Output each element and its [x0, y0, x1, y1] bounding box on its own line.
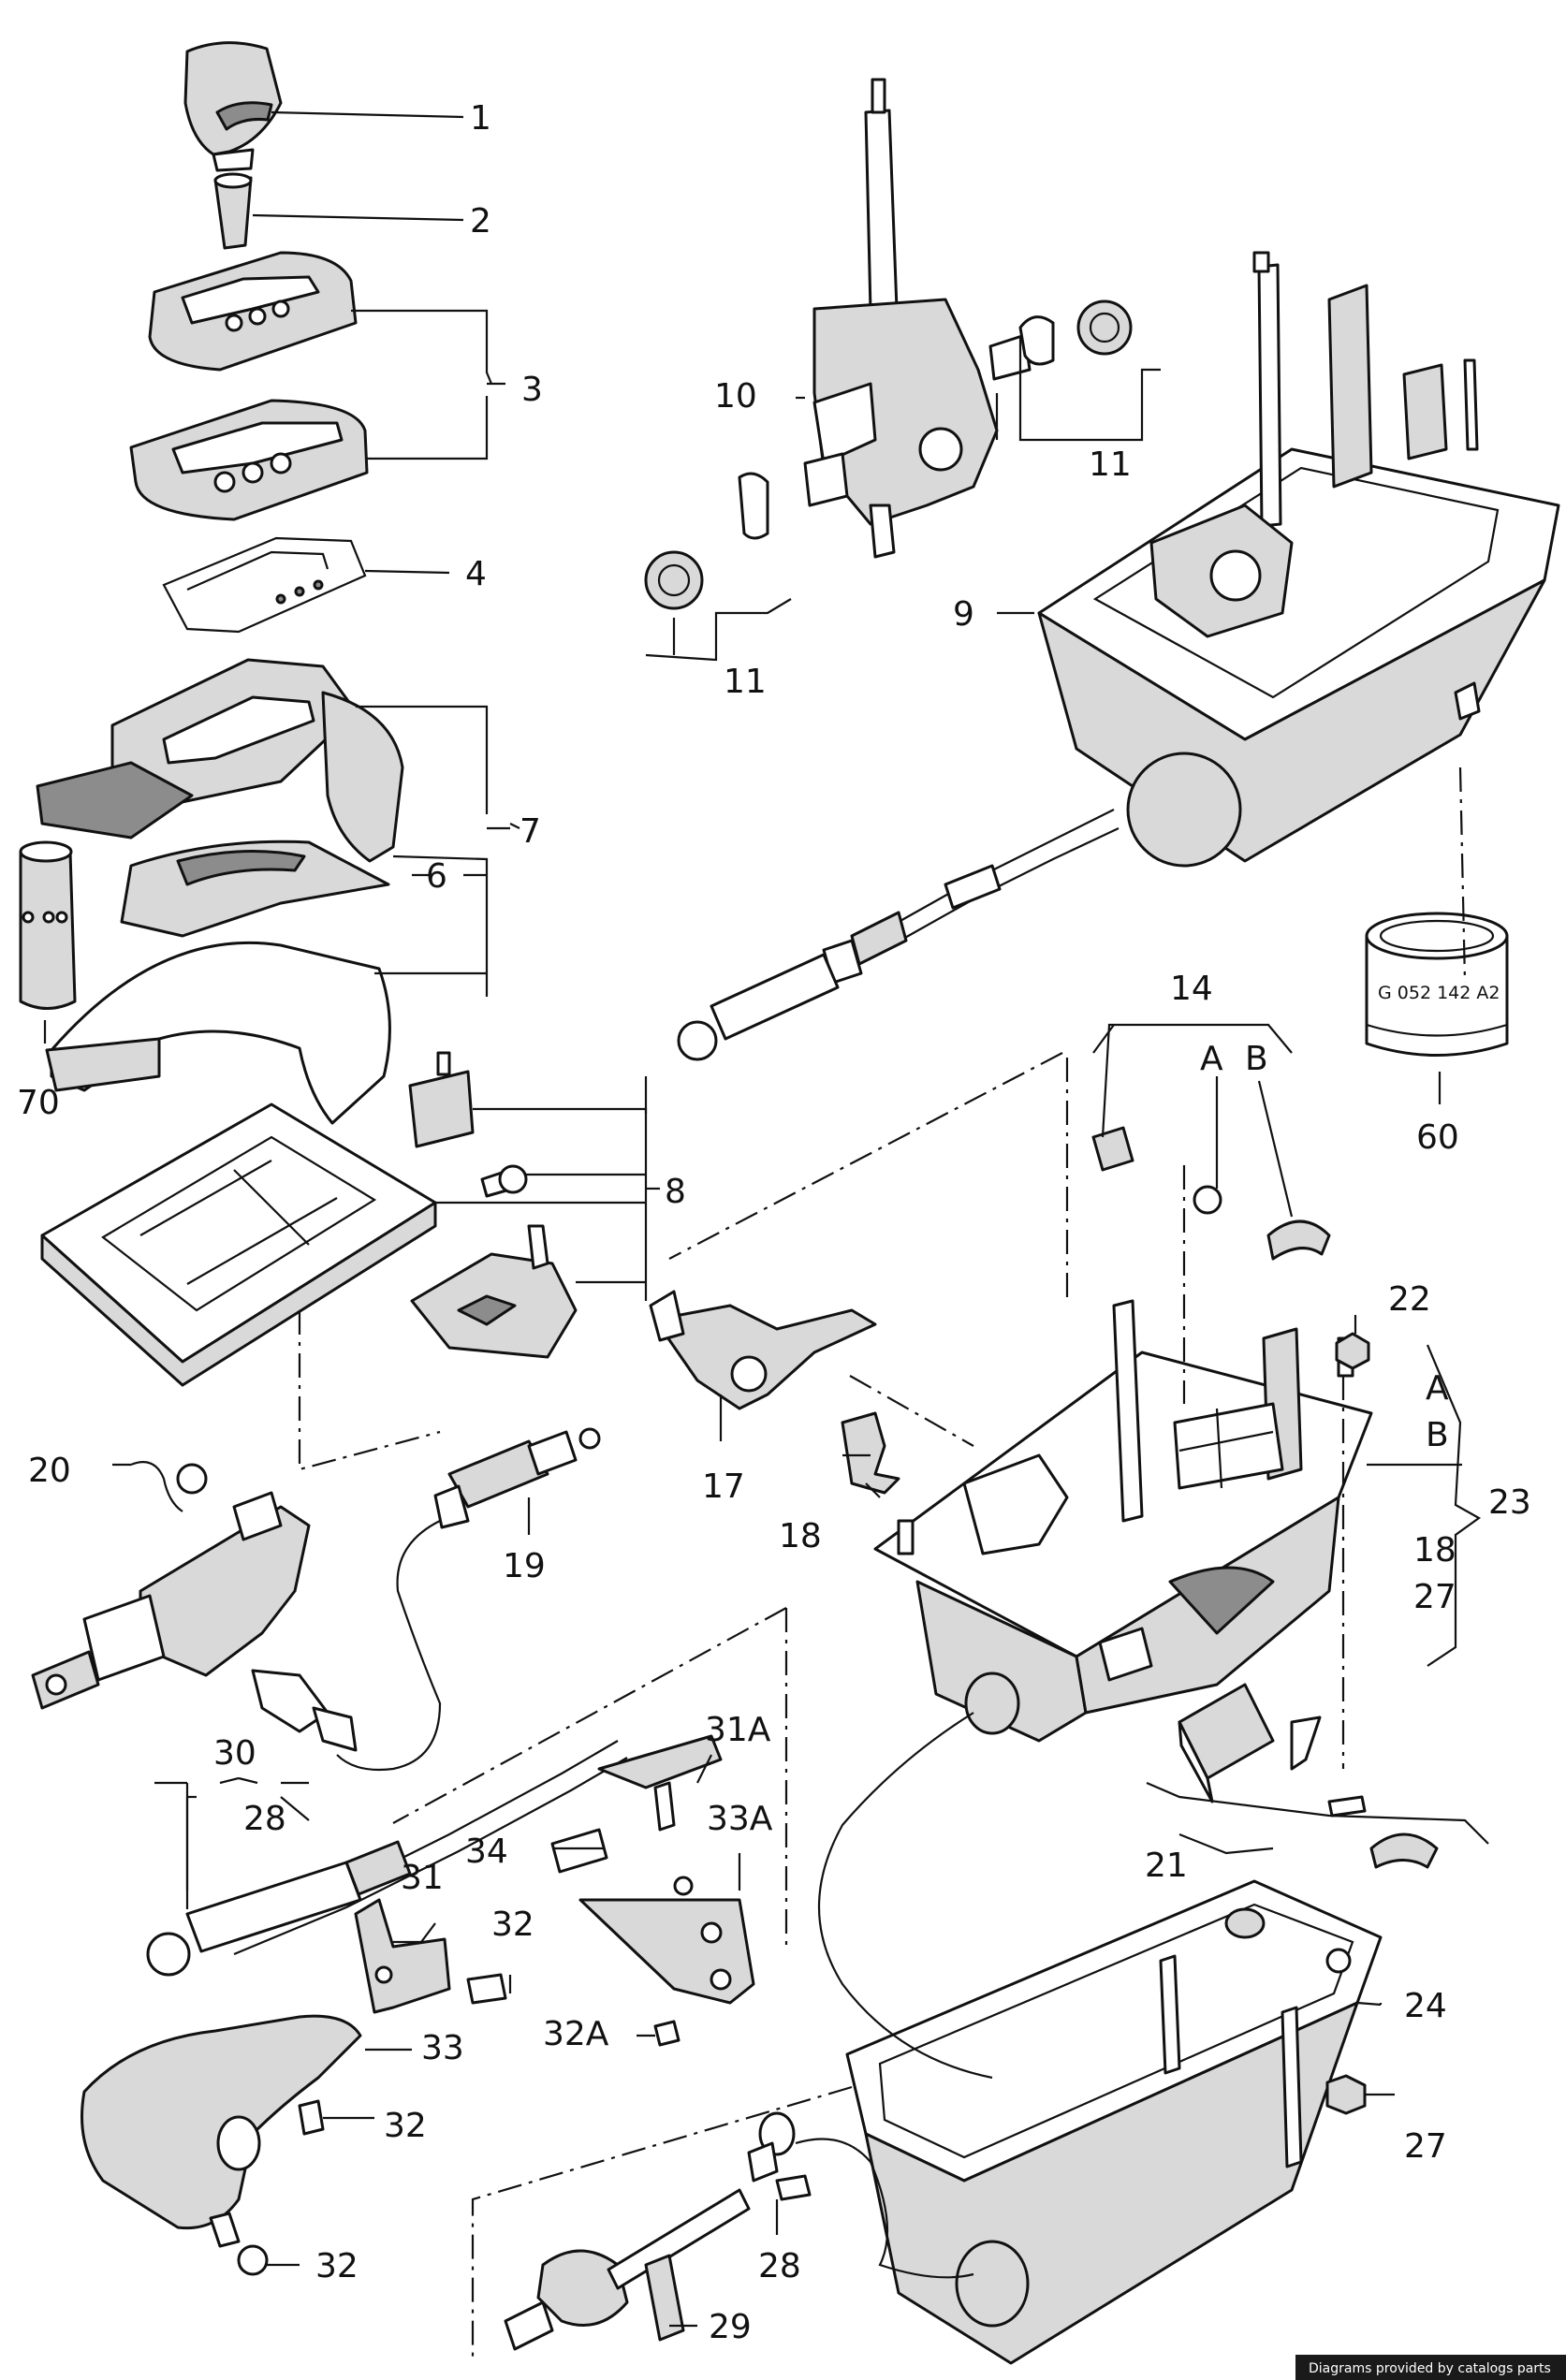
label-23-b: B: [1426, 1416, 1449, 1454]
heat-shield: [80, 2014, 362, 2276]
label-17: 17: [702, 1467, 745, 1506]
lever-spools: [644, 299, 1133, 610]
label-24: 24: [1404, 1987, 1447, 2025]
label-70: 70: [17, 1084, 60, 1122]
can-part-number: G 052 142 A2: [1378, 983, 1500, 1003]
support-bracket: [550, 1734, 755, 2047]
label-18: 18: [779, 1517, 822, 1555]
label-14: 14: [1170, 970, 1213, 1008]
cable-bracket: [354, 1898, 507, 2014]
shift-mechanism-lower: [873, 1299, 1373, 1743]
console-trim: [36, 658, 404, 938]
label-23-18: 18: [1413, 1531, 1456, 1570]
selector-lever: [803, 78, 1032, 559]
label-29: 29: [709, 2308, 752, 2346]
shift-frame: [40, 1102, 437, 1387]
label-14-a: A: [1200, 1040, 1223, 1078]
ignition-lock: [31, 1461, 358, 1752]
label-27: 27: [1404, 2127, 1447, 2166]
label-28-lower: 28: [758, 2247, 801, 2285]
label-11-lower: 11: [724, 663, 767, 701]
label-31: 31: [401, 1859, 444, 1897]
base-housing: [845, 1879, 1383, 2365]
lower-cable-end: [504, 2111, 812, 2351]
spray-can: [19, 840, 77, 1010]
shift-housing: [1037, 251, 1560, 868]
label-23-a: A: [1426, 1369, 1449, 1408]
gasket: [162, 536, 367, 634]
label-10: 10: [714, 377, 757, 416]
hex-nut: [1335, 1332, 1370, 1370]
label-21: 21: [1145, 1847, 1188, 1885]
label-4: 4: [465, 555, 487, 593]
lever-clips: [1091, 1126, 1331, 1261]
label-8: 8: [665, 1173, 686, 1211]
dash-lines: [298, 767, 1467, 2358]
frame-bolt-block: [408, 1051, 528, 1198]
label-3: 3: [521, 371, 543, 409]
credit-badge: Diagrams provided by catalogs parts: [1295, 2355, 1566, 2380]
label-9: 9: [953, 595, 974, 634]
spring-clip: [841, 1411, 900, 1495]
label-34: 34: [465, 1832, 508, 1871]
label-60: 60: [1416, 1118, 1459, 1157]
label-33a: 33A: [707, 1800, 773, 1838]
label-31a: 31A: [705, 1711, 771, 1749]
credit-text: Diagrams provided by catalogs parts: [1309, 2361, 1551, 2376]
label-32-upper: 32: [491, 1905, 534, 1944]
label-33: 33: [421, 2029, 464, 2067]
label-6: 6: [426, 857, 447, 896]
cable-adjuster: [433, 1427, 601, 1529]
lower-cable-loop: [795, 2138, 974, 2279]
shift-cable-lower: [146, 1740, 628, 1977]
cable-end-fork: [649, 1290, 877, 1410]
label-32a: 32A: [543, 2015, 609, 2053]
leaders: [43, 110, 1489, 2328]
label-28-upper: 28: [243, 1800, 286, 1838]
shift-cable-loop: [336, 1520, 442, 1772]
label-19: 19: [503, 1547, 546, 1585]
housing-cable-loop: [817, 1712, 993, 2080]
label-20: 20: [28, 1452, 71, 1490]
selector-knob: [183, 41, 283, 172]
shift-cable-upper: [677, 809, 1120, 1061]
solenoid-bracket: [410, 1224, 578, 1359]
solenoid-parts: [1178, 1683, 1439, 1869]
label-32-lower: 32: [315, 2247, 359, 2285]
can: G 052 142 A2: [1365, 912, 1509, 1057]
callout-labels: 1 2 3 4 6 7 70 8 9 10 11 11 14 A B 60 17…: [17, 99, 1531, 2346]
console-frame: [45, 941, 391, 1125]
label-23-27: 27: [1413, 1578, 1456, 1616]
label-30: 30: [213, 1734, 256, 1773]
knob-sleeve: [213, 172, 253, 250]
label-23: 23: [1488, 1483, 1531, 1522]
label-2: 2: [470, 202, 491, 241]
label-32-middle: 32: [384, 2107, 427, 2145]
label-22: 22: [1388, 1280, 1431, 1319]
shift-gate-cover: [129, 251, 369, 521]
label-11-upper: 11: [1089, 445, 1132, 484]
label-7: 7: [520, 812, 541, 851]
label-14-b: B: [1245, 1040, 1268, 1078]
label-1: 1: [470, 99, 491, 138]
